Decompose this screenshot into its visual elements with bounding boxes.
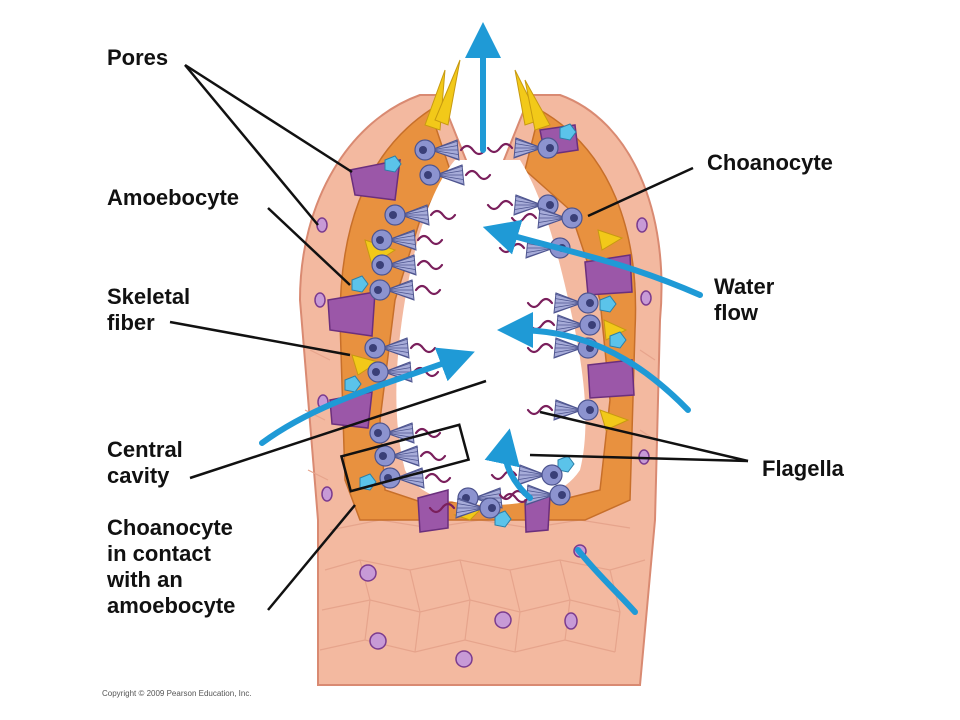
inflow-arrow-lower-right bbox=[575, 547, 638, 615]
choanocyte-cell bbox=[414, 139, 460, 161]
spicules bbox=[351, 59, 630, 521]
flagellum bbox=[409, 342, 437, 354]
label-flagella: Flagella bbox=[762, 456, 844, 481]
choanocyte-cell bbox=[384, 204, 430, 226]
choanocyte-cell bbox=[371, 254, 417, 276]
choanocyte-cell bbox=[553, 399, 599, 421]
choanocyte-cell bbox=[455, 497, 501, 519]
flagellum bbox=[526, 404, 554, 416]
flagella-leader-2 bbox=[529, 453, 749, 463]
contact-leader bbox=[267, 504, 356, 611]
label-skeletal-fiber: Skeletal fiber bbox=[107, 284, 191, 335]
choanocyte-cell bbox=[555, 314, 601, 336]
label-pores: Pores bbox=[107, 45, 169, 70]
pores-leader-2 bbox=[184, 64, 319, 226]
flagellum bbox=[486, 199, 514, 211]
flagellum bbox=[526, 297, 554, 309]
label-amoebocyte: Amoebocyte bbox=[107, 185, 240, 210]
water-flow-arrows bbox=[259, 22, 703, 615]
choanocyte-cell bbox=[369, 279, 415, 301]
flagellum bbox=[526, 342, 554, 354]
contact-box bbox=[339, 423, 471, 493]
choanocyte-cell bbox=[371, 229, 417, 251]
choanocyte-cell bbox=[517, 464, 563, 486]
pores-leader-1 bbox=[184, 63, 353, 174]
inflow-arrow-right-middle bbox=[497, 312, 691, 413]
flagellum bbox=[416, 234, 444, 246]
choanocytes bbox=[364, 137, 601, 519]
central-cavity-leader bbox=[189, 379, 487, 480]
flagellum bbox=[429, 209, 457, 221]
flagellum bbox=[428, 502, 456, 514]
flagellum bbox=[459, 144, 487, 156]
choanocyte-leader bbox=[587, 166, 694, 218]
flagella-leader-1 bbox=[539, 410, 749, 463]
flagellum bbox=[486, 142, 514, 154]
choanocyte-cell bbox=[364, 337, 410, 359]
choanocyte-cell bbox=[513, 137, 559, 159]
choanocyte-cell bbox=[537, 207, 583, 229]
inflow-arrow-left bbox=[259, 347, 475, 446]
leader-lines bbox=[169, 63, 749, 611]
inflow-arrow-right-upper bbox=[482, 219, 703, 298]
flagellum bbox=[416, 259, 444, 271]
skeletal-fiber-leader bbox=[169, 320, 351, 357]
inflow-arrow-bottom bbox=[484, 428, 533, 501]
choanocyte-cell bbox=[419, 164, 465, 186]
choanocyte-cell bbox=[374, 445, 420, 467]
label-choanocyte: Choanocyte bbox=[707, 150, 833, 175]
amoebocytes bbox=[344, 123, 627, 528]
choanocyte-cell bbox=[525, 484, 571, 506]
amoebocyte-leader bbox=[267, 207, 351, 286]
flagellum bbox=[464, 169, 492, 181]
label-central-cavity: Central cavity bbox=[107, 437, 183, 488]
flagellum bbox=[424, 472, 452, 484]
flagellum bbox=[414, 284, 442, 296]
choanocyte-cell bbox=[553, 292, 599, 314]
label-water-flow: Water flow bbox=[714, 274, 775, 325]
flagellum bbox=[502, 492, 530, 504]
label-choanocyte-contact: Choanocyte in contact with an amoebocyte bbox=[107, 515, 236, 618]
copyright-text: Copyright © 2009 Pearson Education, Inc. bbox=[102, 689, 252, 698]
flagellum bbox=[419, 450, 447, 462]
